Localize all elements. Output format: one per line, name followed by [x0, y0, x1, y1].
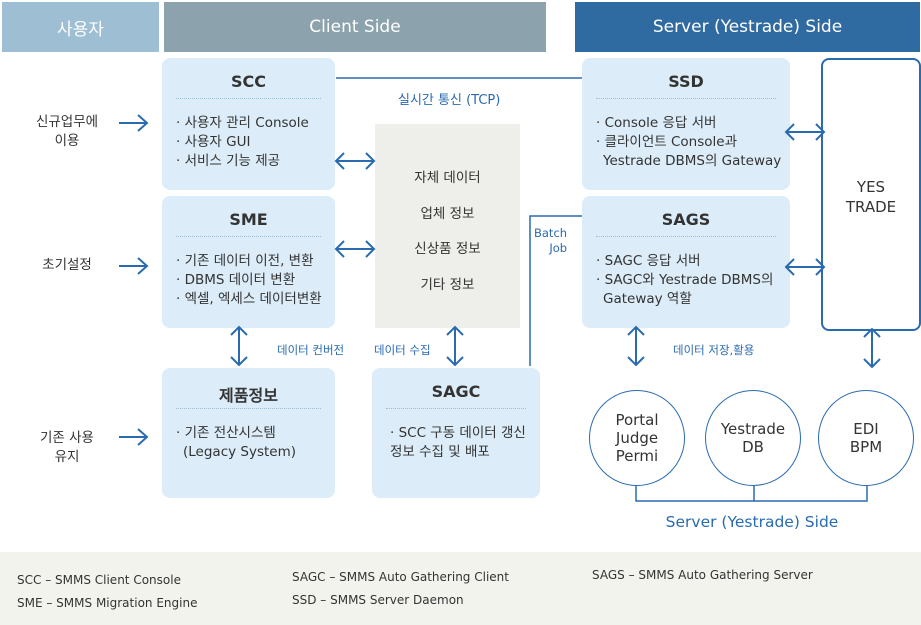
divider	[386, 408, 526, 409]
yestrade-db-node: Yestrade DB	[705, 390, 801, 486]
data-panel-item: 업체 정보	[420, 206, 475, 222]
user-label-existing-use: 기존 사용 유지	[40, 430, 94, 465]
data-collection-label: 데이터 수집	[374, 343, 431, 357]
yes-trade-box: YES TRADE	[821, 58, 921, 331]
divider	[596, 236, 776, 237]
legend-panel: SCC – SMMS Client Console SME – SMMS Mig…	[0, 552, 921, 625]
client-side-header: Client Side	[164, 2, 546, 52]
sagc-title: SAGC	[431, 382, 481, 401]
legend-item: SAGS – SMMS Auto Gathering Server	[592, 568, 813, 582]
circles-bracket-line	[635, 486, 868, 502]
double-arrow-vertical-icon	[627, 325, 645, 367]
double-arrow-horizontal-icon	[334, 152, 376, 170]
sagc-box: SAGC · SCC 구동 데이터 갱신 정보 수집 및 배포	[372, 368, 540, 498]
product-info-title: 제품정보	[219, 386, 278, 405]
data-conversion-label: 데이터 컨버전	[277, 343, 345, 357]
sme-box: SME · 기존 데이터 이전, 변환 · DBMS 데이터 변환 · 엑셀, …	[162, 196, 335, 328]
batch-job-line	[529, 215, 582, 366]
user-header: 사용자	[2, 2, 159, 52]
divider	[176, 236, 321, 237]
double-arrow-vertical-icon	[230, 325, 248, 367]
legend-item: SCC – SMMS Client Console	[17, 573, 181, 587]
connector-lines	[336, 77, 868, 502]
server-side-bottom-label: Server (Yestrade) Side	[665, 513, 839, 531]
portal-judge-permi-node: Portal Judge Permi	[589, 390, 685, 486]
sags-box: SAGS · SAGC 응답 서버 · SAGC와 Yestrade DBMS의…	[582, 196, 790, 328]
double-arrow-horizontal-icon	[334, 240, 376, 258]
sags-title: SAGS	[661, 210, 711, 229]
arrow-right-icon	[119, 257, 149, 275]
arrow-right-icon	[119, 428, 149, 446]
user-label-initial-setup: 초기설정	[42, 257, 92, 273]
scc-title: SCC	[230, 72, 266, 91]
double-arrow-horizontal-icon	[784, 258, 826, 276]
edi-bpm-node: EDI BPM	[818, 390, 914, 486]
divider	[176, 98, 321, 99]
double-arrow-vertical-icon	[446, 325, 464, 367]
data-panel-item: 신상품 정보	[414, 241, 481, 257]
server-side-header: Server (Yestrade) Side	[575, 2, 920, 52]
sme-lines: · 기존 데이터 이전, 변환 · DBMS 데이터 변환 · 엑셀, 엑세스 …	[176, 253, 322, 307]
arrow-right-icon	[119, 114, 149, 132]
realtime-tcp-label: 실시간 통신 (TCP)	[398, 93, 501, 108]
divider	[176, 408, 321, 409]
ssd-lines: · Console 응답 서버 · 클라이언트 Console과 Yestrad…	[596, 115, 782, 169]
yes-trade-label: YES TRADE	[845, 178, 897, 216]
divider	[596, 98, 776, 99]
data-panel-item: 기타 정보	[420, 277, 475, 293]
product-info-box: 제품정보 · 기존 전산시스템 (Legacy System)	[162, 368, 335, 498]
legend-item: SAGC – SMMS Auto Gathering Client	[292, 570, 509, 584]
scc-box: SCC · 사용자 관리 Console · 사용자 GUI · 서비스 기능 …	[162, 58, 335, 190]
data-panel-item: 자체 데이터	[414, 170, 481, 186]
product-info-lines: · 기존 전산시스템 (Legacy System)	[176, 425, 297, 460]
sags-lines: · SAGC 응답 서버 · SAGC와 Yestrade DBMS의 Gate…	[596, 253, 774, 307]
user-label-new-work: 신규업무에 이용	[35, 114, 99, 149]
sagc-lines: · SCC 구동 데이터 갱신 정보 수집 및 배포	[390, 425, 526, 460]
ssd-title: SSD	[668, 72, 704, 91]
data-storage-label: 데이터 저장,활용	[673, 343, 755, 357]
legend-item: SME – SMMS Migration Engine	[17, 596, 198, 610]
sme-title: SME	[229, 210, 268, 229]
batch-job-label: Batch Job	[534, 226, 568, 255]
double-arrow-vertical-icon	[863, 327, 881, 369]
ssd-box: SSD · Console 응답 서버 · 클라이언트 Console과 Yes…	[582, 58, 790, 190]
data-panel: 자체 데이터 업체 정보 신상품 정보 기타 정보	[375, 124, 520, 328]
double-arrow-horizontal-icon	[784, 123, 826, 141]
scc-lines: · 사용자 관리 Console · 사용자 GUI · 서비스 기능 제공	[176, 115, 309, 169]
legend-item: SSD – SMMS Server Daemon	[292, 593, 464, 607]
